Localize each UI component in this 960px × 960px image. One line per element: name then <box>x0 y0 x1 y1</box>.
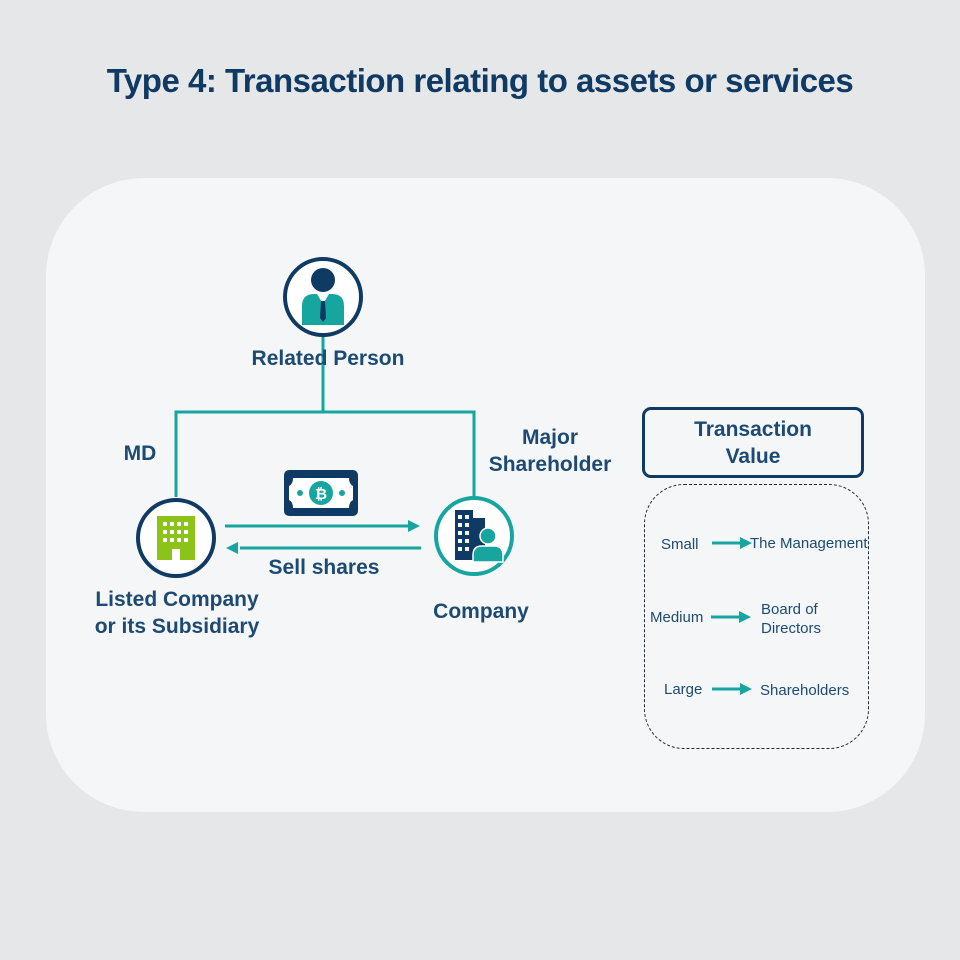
transfer-arrows <box>225 520 421 554</box>
legend-size-medium: Medium <box>650 609 704 626</box>
diagram-panel <box>46 178 925 812</box>
legend-approver-small: The Management <box>750 535 868 552</box>
connector-branch <box>174 410 476 497</box>
legend-size-large: Large <box>664 681 703 698</box>
approval-legend <box>644 484 869 749</box>
major-label-line2: Shareholder <box>488 453 612 476</box>
connector-lines <box>174 336 476 497</box>
svg-text:₿: ₿ <box>315 485 327 503</box>
company-person-icon <box>434 496 514 576</box>
transaction-value-line1: Transaction <box>694 417 812 441</box>
legend-approver-medium: Board of Directors <box>761 600 821 638</box>
major-shareholder-label: Major Shareholder <box>475 424 625 478</box>
sell-shares-label: Sell shares <box>268 556 380 579</box>
related-person-label: Related Person <box>251 347 405 370</box>
transaction-value-line2: Value <box>725 444 781 468</box>
building-icon <box>136 498 216 578</box>
legend-size-small: Small <box>661 536 699 553</box>
listed-company-label: Listed Company or its Subsidiary <box>72 586 282 640</box>
legend-approver-medium-line2: Directors <box>761 620 822 637</box>
page-title: Type 4: Transaction relating to assets o… <box>106 62 854 99</box>
legend-arrows <box>711 537 752 695</box>
legend-approver-large: Shareholders <box>760 682 850 699</box>
listed-company-line2: or its Subsidiary <box>94 615 260 638</box>
company-label: Company <box>433 600 529 623</box>
listed-company-line1: Listed Company <box>95 588 259 611</box>
transaction-value-box: Transaction Value <box>642 407 864 478</box>
person-icon <box>283 257 363 337</box>
md-label: MD <box>123 442 157 465</box>
legend-approver-medium-line1: Board of <box>761 601 818 618</box>
arrow-to-company-head <box>408 520 420 532</box>
major-label-line1: Major <box>521 426 578 449</box>
banknote-icon: ₿ <box>284 470 358 516</box>
arrow-to-listed-head <box>226 542 238 554</box>
